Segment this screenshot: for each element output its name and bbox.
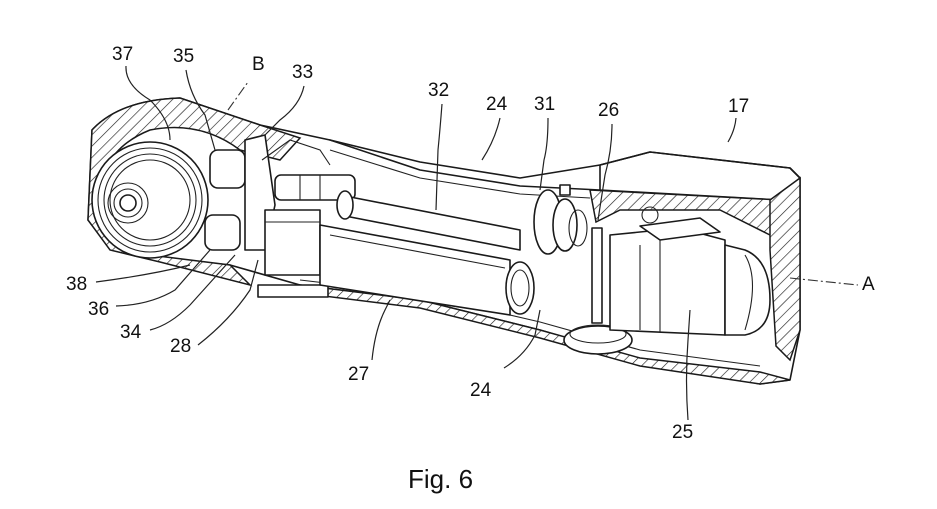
label-34: 34 [120, 322, 142, 343]
gear-train [204, 134, 356, 298]
label-33: 33 [292, 62, 313, 83]
leader-lines [95, 65, 737, 421]
label-31: 31 [534, 94, 555, 115]
label-26: 26 [598, 100, 619, 121]
label-28: 28 [170, 336, 191, 357]
label-24-bottom: 24 [470, 380, 492, 401]
electronics-block [609, 206, 771, 336]
label-37: 37 [112, 44, 133, 65]
label-17: 17 [728, 96, 749, 117]
clutch-assembly [533, 184, 633, 355]
reference-labels: 37 35 B 33 32 24 31 26 17 A 38 36 34 28 … [66, 44, 875, 443]
figure-caption: Fig. 6 [408, 464, 473, 494]
label-24-top: 24 [486, 94, 508, 115]
axis-lines [227, 81, 859, 286]
drive-shaft [319, 190, 535, 316]
label-36: 36 [88, 299, 109, 320]
label-25: 25 [672, 422, 693, 443]
label-27: 27 [348, 364, 369, 385]
label-axis-b: B [252, 54, 265, 75]
label-38: 38 [66, 274, 87, 295]
label-35: 35 [173, 46, 194, 67]
label-32: 32 [428, 80, 449, 101]
label-axis-a: A [862, 274, 875, 295]
